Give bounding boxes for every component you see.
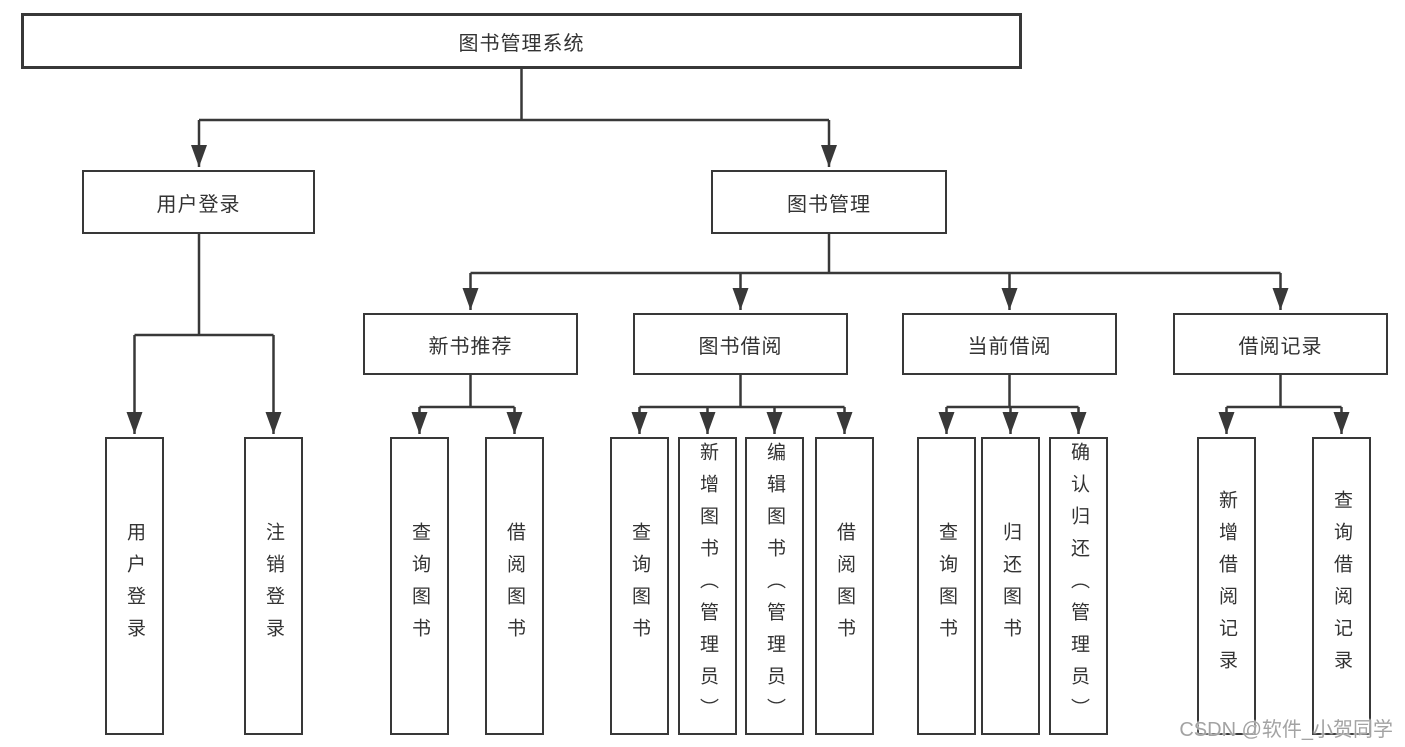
node-label: 用户登录 (124, 522, 145, 650)
leaf-logout-login: 注销登录 (244, 437, 303, 735)
node-label: 借阅图书 (834, 522, 855, 650)
node-label: 查询借阅记录 (1331, 490, 1352, 682)
leaf-user-login: 用户登录 (105, 437, 164, 735)
node-label: 注销登录 (263, 522, 284, 650)
node-book-management: 图书管理 (711, 170, 947, 234)
leaf-add-books-admin: 新增图书（管理员） (678, 437, 737, 735)
leaf-query-books-borrowing: 查询图书 (610, 437, 669, 735)
node-new-book-recommend: 新书推荐 (363, 313, 578, 375)
leaf-confirm-return-admin: 确认归还（管理员） (1049, 437, 1108, 735)
leaf-add-borrow-record: 新增借阅记录 (1197, 437, 1256, 735)
leaf-borrow-books-recommend: 借阅图书 (485, 437, 544, 735)
leaf-return-books: 归还图书 (981, 437, 1040, 735)
node-label: 新增借阅记录 (1216, 490, 1237, 682)
leaf-query-books-recommend: 查询图书 (390, 437, 449, 735)
leaf-edit-books-admin: 编辑图书（管理员） (745, 437, 804, 735)
leaf-query-books-current: 查询图书 (917, 437, 976, 735)
node-label: 借阅图书 (504, 522, 525, 650)
node-label: 图书管理系统 (458, 32, 585, 55)
node-root: 图书管理系统 (21, 13, 1022, 69)
node-label: 新书推荐 (428, 335, 513, 358)
node-label: 用户登录 (156, 193, 241, 216)
node-label: 当前借阅 (967, 335, 1052, 358)
node-label: 图书借阅 (698, 335, 783, 358)
node-label: 新增图书（管理员） (697, 442, 718, 730)
node-label: 借阅记录 (1238, 335, 1323, 358)
node-current-borrowing: 当前借阅 (902, 313, 1117, 375)
node-book-borrowing: 图书借阅 (633, 313, 848, 375)
node-label: 编辑图书（管理员） (764, 442, 785, 730)
node-label: 查询图书 (629, 522, 650, 650)
node-borrowing-records: 借阅记录 (1173, 313, 1388, 375)
node-label: 归还图书 (1000, 522, 1021, 650)
node-label: 查询图书 (936, 522, 957, 650)
node-label: 图书管理 (787, 193, 871, 216)
watermark-text: CSDN @软件_小贺同学 (1179, 719, 1393, 741)
node-label: 确认归还（管理员） (1068, 442, 1089, 730)
node-user-login: 用户登录 (82, 170, 315, 234)
leaf-query-borrow-record: 查询借阅记录 (1312, 437, 1371, 735)
leaf-borrow-books-borrowing: 借阅图书 (815, 437, 874, 735)
node-label: 查询图书 (409, 522, 430, 650)
